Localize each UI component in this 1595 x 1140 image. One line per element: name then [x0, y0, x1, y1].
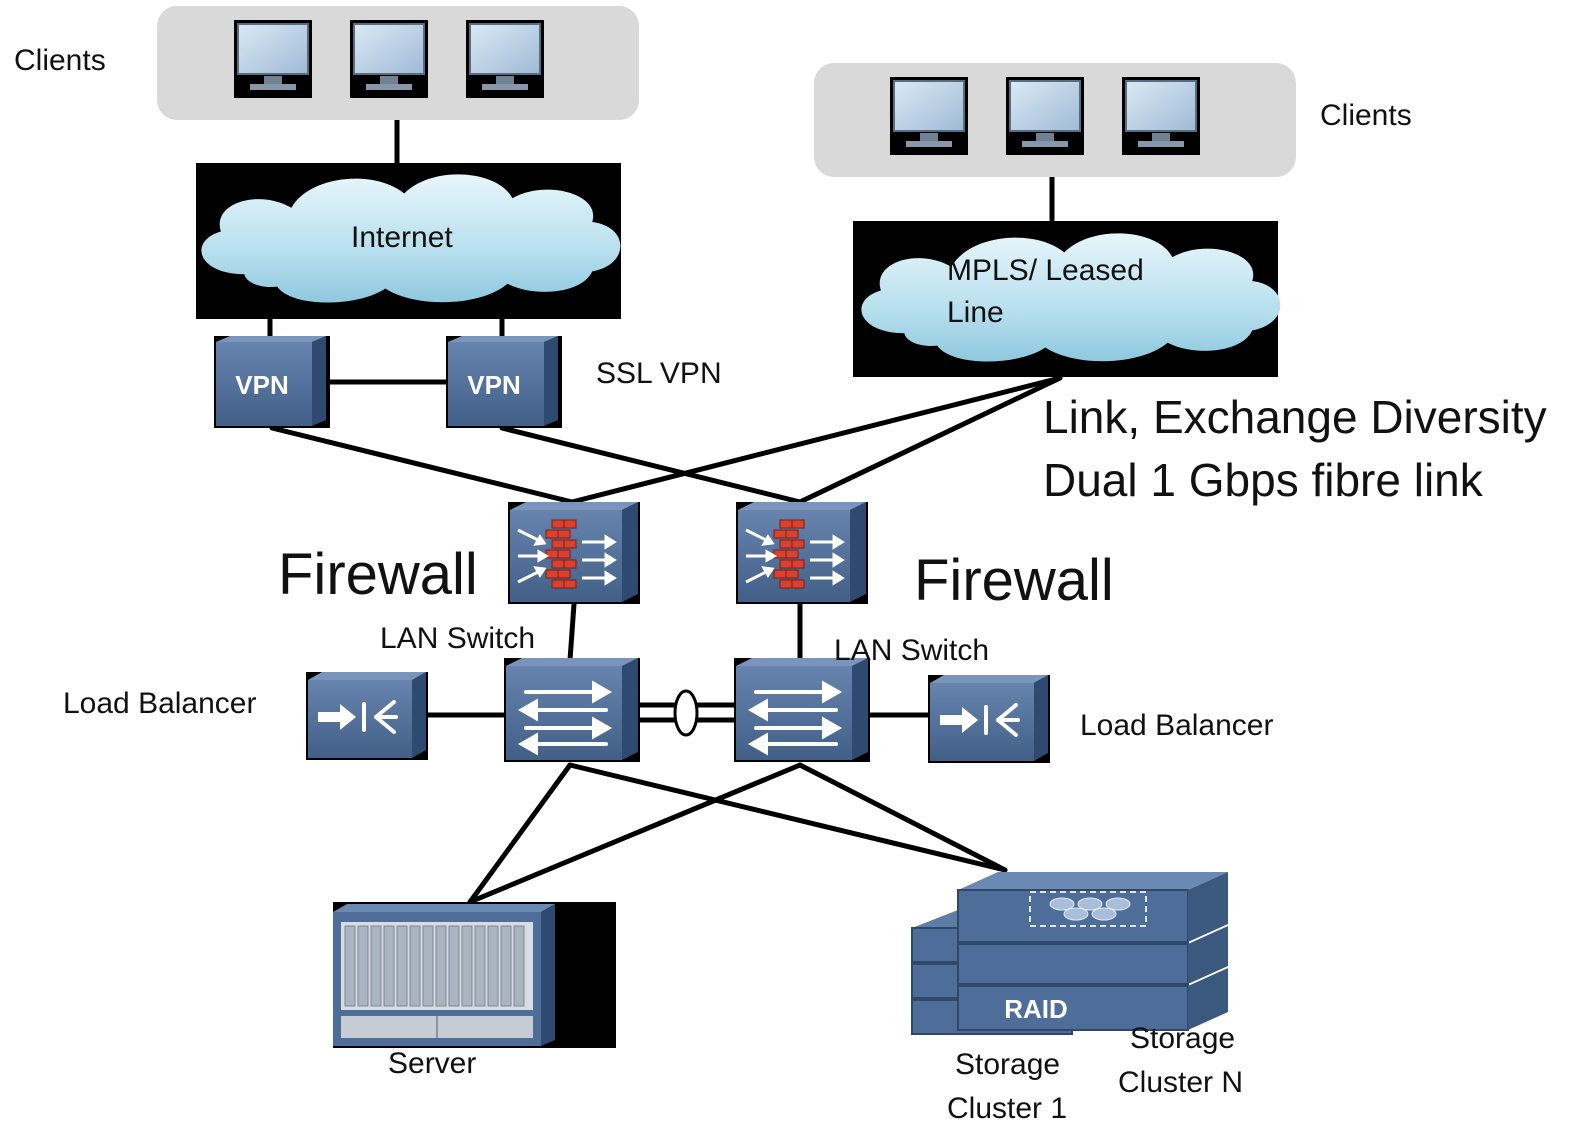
link-mpls-firewall1 — [569, 375, 1063, 505]
switch-icon — [502, 656, 642, 764]
vpn-appliance-left: VPN — [214, 336, 330, 428]
diversity-label-line1: Link, Exchange Diversity — [1043, 391, 1547, 443]
load-balancer-label-left: Load Balancer — [63, 687, 256, 720]
lan-switch-label-right: LAN Switch — [834, 634, 989, 667]
link-switch2-storage — [797, 762, 1008, 873]
clients-label-right: Clients — [1320, 99, 1412, 132]
vpn-device-label: VPN — [235, 370, 288, 400]
load-balancer-label-right: Load Balancer — [1080, 709, 1273, 742]
server-rack-icon — [333, 902, 616, 1048]
ssl-vpn-label: SSL VPN — [596, 357, 722, 390]
monitor-icon — [233, 19, 313, 99]
internet-label: Internet — [351, 221, 453, 254]
mpls-label-line1: MPLS/ Leased — [947, 254, 1144, 287]
network-links — [267, 117, 1063, 905]
mpls-cloud — [853, 221, 1281, 377]
diversity-label-line2: Dual 1 Gbps fibre link — [1043, 454, 1484, 506]
link-switch1-server — [467, 762, 573, 905]
storage-cluster-n-line1: Storage — [1130, 1022, 1235, 1055]
raid-label: RAID — [1004, 994, 1068, 1024]
monitor-icon — [1121, 76, 1201, 156]
load-balancer-icon — [304, 670, 430, 762]
storage-label-backdrop — [955, 1035, 1105, 1061]
raid-storage-icon: RAID — [911, 872, 1228, 1035]
client-group-left — [157, 6, 639, 120]
link-vpn1-firewall1 — [269, 425, 575, 505]
vpn-device-label: VPN — [467, 370, 520, 400]
mpls-label-line2: Line — [947, 296, 1004, 329]
load-balancer-icon — [926, 673, 1052, 765]
monitor-icon — [1005, 76, 1085, 156]
storage-cluster-n-line2: Cluster N — [1118, 1066, 1243, 1099]
monitor-icon — [349, 19, 429, 99]
monitor-icon — [889, 76, 969, 156]
link-switch2-server — [467, 762, 803, 905]
firewall-label-left: Firewall — [278, 542, 478, 607]
lan-switch-label-left: LAN Switch — [380, 622, 535, 655]
clients-label-left: Clients — [14, 44, 106, 77]
link-switch1-storage — [567, 762, 1008, 873]
firewall-icon — [734, 500, 870, 606]
storage-cluster-1-line2: Cluster 1 — [947, 1092, 1067, 1125]
link-vpn2-firewall2 — [499, 425, 803, 505]
firewall-label-right: Firewall — [914, 548, 1114, 613]
link-firewall1-switch1 — [567, 601, 577, 663]
vpn-appliance-right: VPN — [446, 336, 562, 428]
internet-cloud — [196, 163, 621, 319]
monitor-icon — [465, 19, 545, 99]
link-aggregation-icon — [673, 689, 699, 737]
client-group-right — [814, 63, 1296, 177]
server-label: Server — [388, 1047, 476, 1080]
link-mpls-firewall2 — [797, 375, 1063, 505]
storage-cluster-1-line1: Storage — [955, 1048, 1060, 1081]
switch-icon — [732, 656, 872, 764]
firewall-icon — [506, 500, 642, 606]
